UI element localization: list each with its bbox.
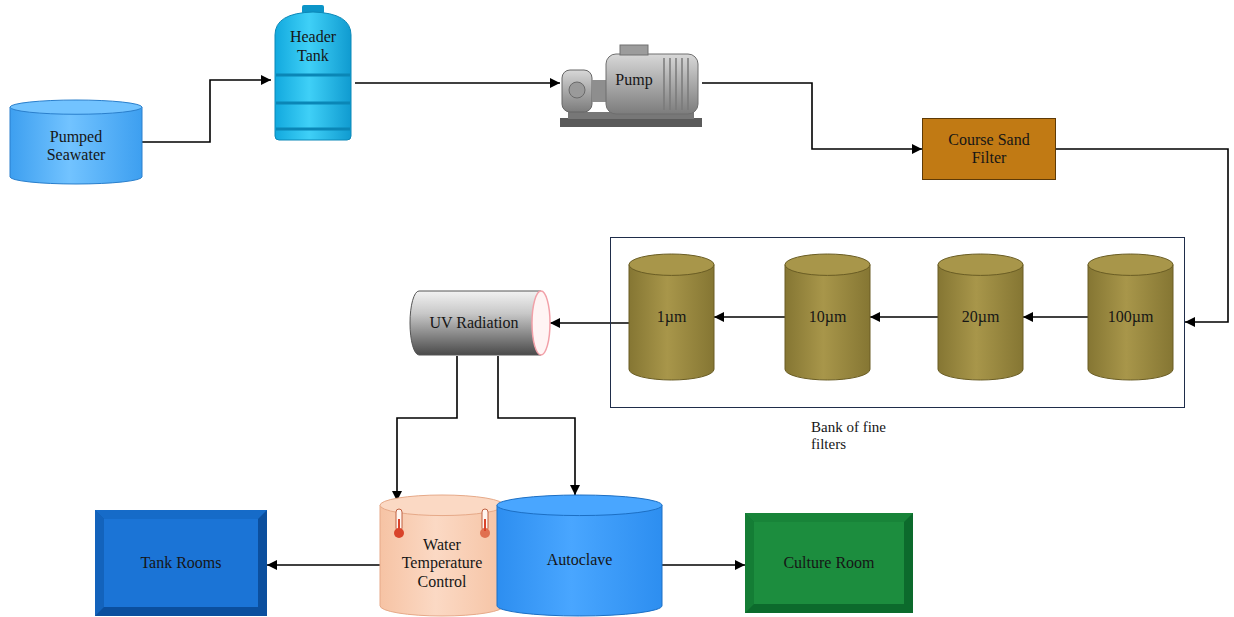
source-cylinder: Pumped Seawater bbox=[10, 100, 142, 184]
flow-arrow bbox=[870, 316, 938, 318]
flow-arrow bbox=[498, 356, 575, 495]
filter-cylinder: 10µm bbox=[785, 254, 870, 380]
filter-cylinder: 100µm bbox=[1088, 254, 1173, 380]
flow-arrow bbox=[355, 82, 560, 84]
node-label: Pumped Seawater bbox=[31, 128, 121, 165]
node-label: 1µm bbox=[657, 308, 687, 326]
flow-arrow bbox=[714, 316, 785, 318]
flow-arrow bbox=[397, 356, 457, 501]
flow-arrow bbox=[142, 80, 271, 142]
pump: Pump bbox=[560, 42, 702, 132]
uv-unit: UV Radiation bbox=[410, 290, 550, 356]
filter-bank: 100µm20µm10µm1µmBank of fine filters bbox=[610, 237, 1185, 408]
filter-cylinder: 20µm bbox=[938, 254, 1023, 380]
flow-arrow bbox=[1023, 316, 1088, 318]
autoclave: Autoclave bbox=[497, 495, 662, 616]
thermometer-icon bbox=[480, 509, 490, 538]
process-box: Course Sand Filter bbox=[922, 118, 1056, 180]
node-label: Culture Room bbox=[783, 554, 874, 572]
flow-arrow bbox=[550, 322, 629, 324]
node-label: Pump bbox=[615, 71, 652, 89]
node-label: Autoclave bbox=[547, 551, 613, 569]
room-box: Tank Rooms bbox=[95, 510, 267, 616]
header-tank-outline bbox=[271, 5, 355, 140]
node-label: UV Radiation bbox=[429, 314, 518, 332]
node-label: 10µm bbox=[809, 308, 847, 326]
group-heading: Bank of fine filters bbox=[811, 419, 923, 454]
node-label: 100µm bbox=[1108, 308, 1154, 326]
room-box: Culture Room bbox=[745, 513, 913, 613]
filter-cylinder: 1µm bbox=[629, 254, 714, 380]
header-tank: Header Tank bbox=[271, 5, 355, 140]
node-label: 20µm bbox=[962, 308, 1000, 326]
node-label: Course Sand Filter bbox=[933, 131, 1045, 168]
thermometer-icon bbox=[394, 509, 404, 538]
flow-arrow bbox=[662, 564, 745, 566]
node-label: Tank Rooms bbox=[140, 554, 221, 572]
temperature-control: Water Temperature Control bbox=[380, 495, 504, 616]
flow-arrow bbox=[702, 83, 922, 149]
node-label: Water Temperature Control bbox=[390, 536, 494, 591]
node-label: Header Tank bbox=[281, 28, 345, 65]
flow-arrow bbox=[267, 564, 380, 566]
